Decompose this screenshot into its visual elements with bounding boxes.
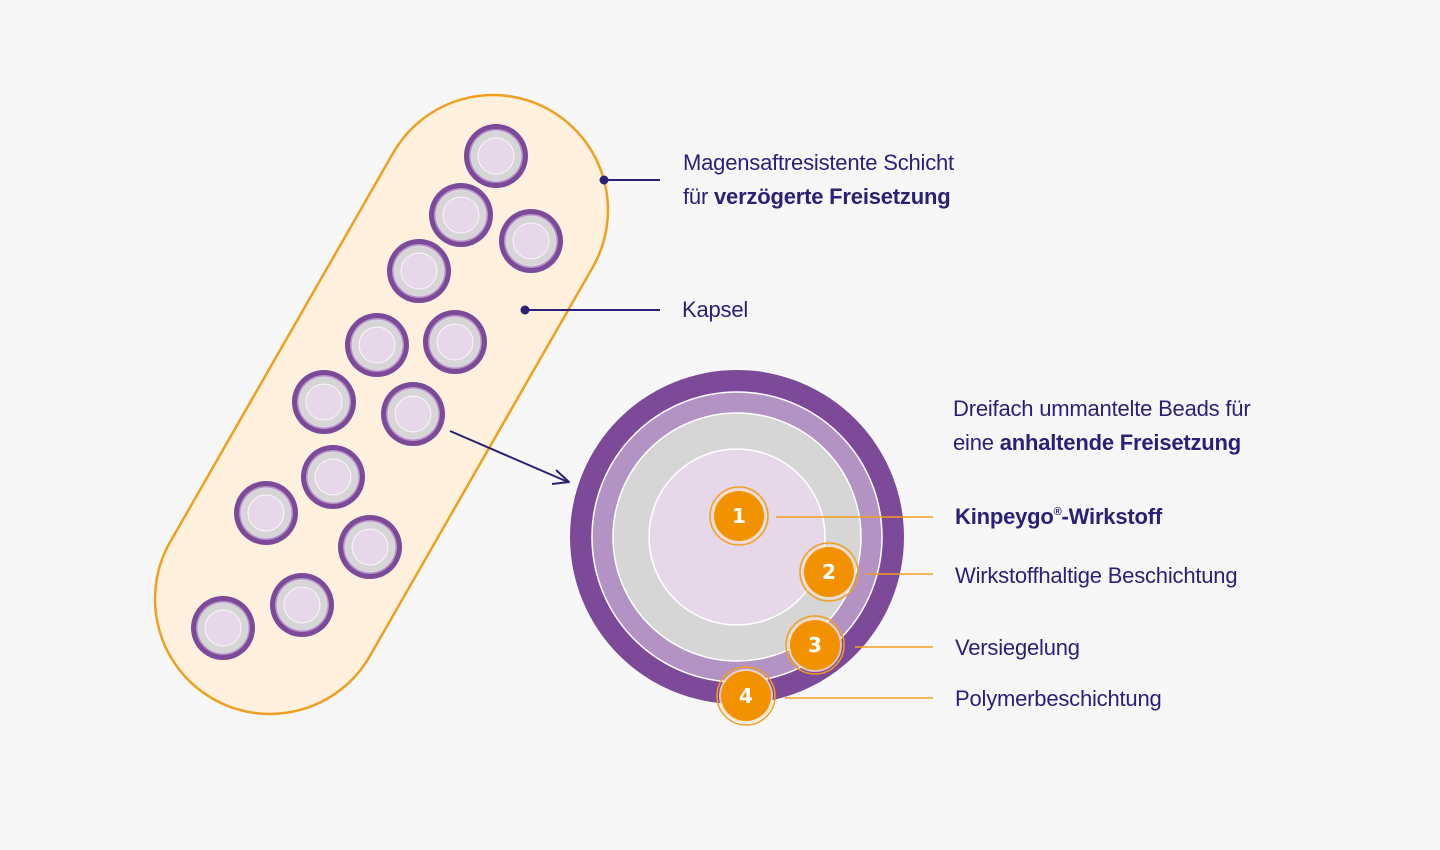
capsule-label: Kapsel <box>682 297 749 322</box>
enteric-layer-leader <box>599 175 660 185</box>
beads-heading-line1: Dreifach ummantelte Beads für <box>953 396 1251 421</box>
layer-leaders <box>776 516 933 699</box>
enteric-layer-label: Magensaftresistente Schicht für verzöger… <box>683 146 954 214</box>
registered-mark: ® <box>1053 506 1062 518</box>
layer-1-label: Kinpeygo®-Wirkstoff <box>955 500 1162 534</box>
bead <box>233 480 299 546</box>
enteric-layer-emphasis: verzögerte Freisetzung <box>714 184 951 209</box>
layer-4-label: Polymerbeschichtung <box>955 686 1162 711</box>
bead <box>428 182 494 248</box>
enteric-layer-line2: für verzögerte Freisetzung <box>683 180 954 214</box>
badge-1: 1 <box>709 486 769 546</box>
capsule-leader <box>520 305 660 315</box>
badge-2: 2 <box>799 542 859 602</box>
bead <box>422 309 488 375</box>
bead <box>380 381 446 447</box>
badge-3: 3 <box>785 615 845 675</box>
badge-number: 2 <box>822 560 836 584</box>
badge-number: 4 <box>739 684 753 708</box>
bead <box>190 595 256 661</box>
layer-1-brand: Kinpeygo <box>955 504 1054 529</box>
bead <box>300 444 366 510</box>
badge-number: 1 <box>732 504 746 528</box>
bead <box>498 208 564 274</box>
layer-3-label: Versiegelung <box>955 635 1080 660</box>
bead <box>291 369 357 435</box>
layer-2-label: Wirkstoffhaltige Beschichtung <box>955 563 1238 588</box>
beads-heading: Dreifach ummantelte Beads für eine anhal… <box>953 392 1251 460</box>
magnify-arrow <box>449 430 570 485</box>
layer-1-suffix: -Wirkstoff <box>1061 504 1163 529</box>
capsule-shell <box>153 93 610 716</box>
bead <box>344 312 410 378</box>
bead <box>269 572 335 638</box>
beads-heading-prefix: eine <box>953 430 1000 455</box>
enteric-layer-prefix: für <box>683 184 714 209</box>
badge-number: 3 <box>808 633 822 657</box>
badge-4: 4 <box>716 666 776 726</box>
enteric-layer-line1: Magensaftresistente Schicht <box>683 150 954 175</box>
capsule <box>153 93 610 716</box>
beads-heading-line2: eine anhaltende Freisetzung <box>953 426 1250 460</box>
bead <box>337 514 403 580</box>
bead <box>386 238 452 304</box>
bead <box>463 123 529 189</box>
beads-heading-emphasis: anhaltende Freisetzung <box>999 430 1242 455</box>
